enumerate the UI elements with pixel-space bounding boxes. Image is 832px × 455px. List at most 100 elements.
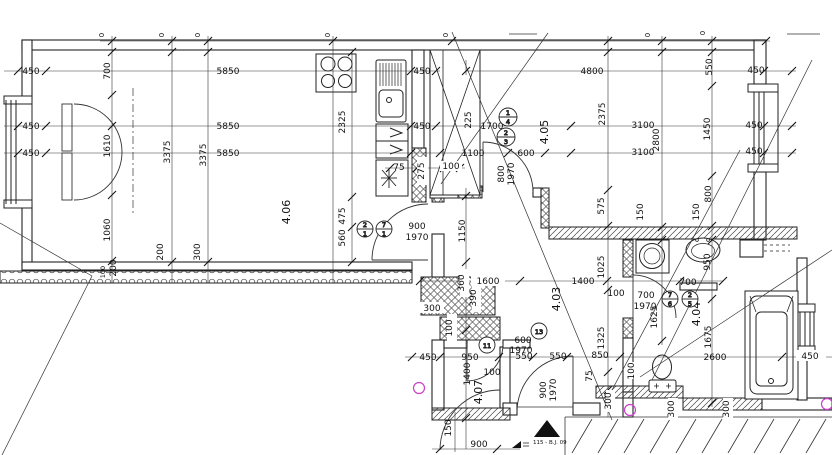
svg-text:450: 450 <box>22 149 39 159</box>
svg-text:1625: 1625 <box>650 306 660 329</box>
toilet <box>648 354 677 393</box>
exterior-hatch <box>564 416 832 455</box>
svg-text:2: 2 <box>363 221 367 229</box>
room-label-storage: 4.07 <box>472 380 485 405</box>
svg-text:450: 450 <box>22 67 39 77</box>
svg-text:700: 700 <box>103 62 113 79</box>
svg-text:3100: 3100 <box>632 121 655 131</box>
wall-kitchen-east <box>411 49 425 149</box>
unit-number: 115 - B.J. 09 <box>533 440 567 446</box>
svg-text:6: 6 <box>668 300 672 308</box>
wall-top <box>21 39 765 51</box>
svg-text:1970: 1970 <box>406 233 429 243</box>
svg-text:550: 550 <box>515 352 532 362</box>
svg-text:3375: 3375 <box>199 144 209 167</box>
svg-text:1970: 1970 <box>510 346 533 356</box>
svg-text:100: 100 <box>445 319 455 336</box>
svg-text:7: 7 <box>668 291 672 299</box>
duct-box <box>739 239 764 258</box>
svg-text:5850: 5850 <box>217 122 240 132</box>
svg-text:450: 450 <box>747 66 764 76</box>
svg-text:2600: 2600 <box>704 353 727 363</box>
window-bathroom-east <box>796 303 816 355</box>
svg-text:3: 3 <box>504 138 508 146</box>
svg-text:100: 100 <box>483 368 500 378</box>
dimension-lines <box>4 36 832 452</box>
dimension-labels: 450 5850 450 4800 450 450 5850 450 1700 … <box>22 31 818 450</box>
room-label-bathroom: 4.04 <box>690 302 703 327</box>
svg-text:11: 11 <box>483 342 491 350</box>
bathtub <box>744 290 799 400</box>
svg-text:4: 4 <box>506 118 510 126</box>
room-labels: 4.06 4.05 4.03 4.04 4.07 <box>280 120 703 405</box>
door-tag: 2 3 <box>496 127 516 147</box>
svg-text:1700: 1700 <box>481 122 504 132</box>
svg-text:150: 150 <box>692 203 702 220</box>
svg-text:900: 900 <box>470 440 487 450</box>
svg-text:5850: 5850 <box>217 149 240 159</box>
svg-text:2375: 2375 <box>598 103 608 126</box>
room-label-living: 4.06 <box>280 200 293 225</box>
svg-text:7: 7 <box>382 221 386 229</box>
utility-point-marker <box>412 381 426 395</box>
svg-text:200: 200 <box>109 259 119 276</box>
svg-text:600: 600 <box>517 149 534 159</box>
label-backgrounds <box>417 157 826 420</box>
svg-text:450: 450 <box>22 122 39 132</box>
svg-text:450: 450 <box>745 147 762 157</box>
utility-point-marker <box>623 403 637 417</box>
svg-text:900: 900 <box>408 222 425 232</box>
svg-text:550: 550 <box>549 352 566 362</box>
svg-text:1970: 1970 <box>549 378 559 401</box>
door-living <box>371 203 429 261</box>
svg-text:450: 450 <box>419 353 436 363</box>
svg-text:2: 2 <box>504 129 508 137</box>
svg-text:700: 700 <box>679 278 696 288</box>
svg-text:100: 100 <box>607 289 624 299</box>
svg-text:560: 560 <box>338 229 348 246</box>
wall-405-south <box>548 226 798 240</box>
svg-text:1: 1 <box>363 230 367 238</box>
door-tag: 2 1 <box>356 220 374 238</box>
svg-text:100: 100 <box>99 266 107 278</box>
door-exterior-common <box>439 389 501 451</box>
svg-text:300: 300 <box>722 400 732 417</box>
svg-text:0: 0 <box>644 33 652 37</box>
svg-text:0: 0 <box>158 33 166 37</box>
kitchen-cabinet-arrows <box>375 123 409 159</box>
svg-text:150: 150 <box>444 419 454 436</box>
svg-text:75: 75 <box>585 370 595 381</box>
svg-text:0: 0 <box>98 33 106 37</box>
svg-text:300: 300 <box>423 304 440 314</box>
svg-text:1450: 1450 <box>703 117 713 140</box>
hatched-walls <box>0 147 798 421</box>
svg-text:1: 1 <box>506 109 510 117</box>
svg-text:390: 390 <box>469 289 479 306</box>
svg-text:1970: 1970 <box>634 302 657 312</box>
balcony-door <box>61 88 134 214</box>
svg-text:4800: 4800 <box>581 67 604 77</box>
svg-text:600: 600 <box>514 336 531 346</box>
svg-text:2: 2 <box>688 291 692 299</box>
svg-text:1100: 1100 <box>462 149 485 159</box>
svg-text:100: 100 <box>627 362 637 379</box>
washbasin <box>685 237 721 263</box>
svg-text:900: 900 <box>539 381 549 398</box>
door-tag: 2 5 <box>681 290 699 308</box>
svg-text:800: 800 <box>704 185 714 202</box>
door-storage-407 <box>466 343 504 382</box>
svg-text:950: 950 <box>461 353 478 363</box>
entry-triangle-icon <box>534 420 560 437</box>
svg-text:0: 0 <box>324 33 332 37</box>
svg-text:300: 300 <box>193 243 203 260</box>
stove <box>315 53 357 93</box>
svg-text:575: 575 <box>597 197 607 214</box>
section-lines <box>0 31 832 455</box>
svg-text:1325: 1325 <box>597 327 607 350</box>
wall-balcony-edge <box>0 270 413 284</box>
svg-text:1060: 1060 <box>103 218 113 241</box>
svg-text:200: 200 <box>156 243 166 260</box>
kitchen-sink <box>375 59 407 123</box>
reference-tags: 2 1 7 1 1 4 2 3 7 6 2 5 11 13 <box>356 107 699 354</box>
